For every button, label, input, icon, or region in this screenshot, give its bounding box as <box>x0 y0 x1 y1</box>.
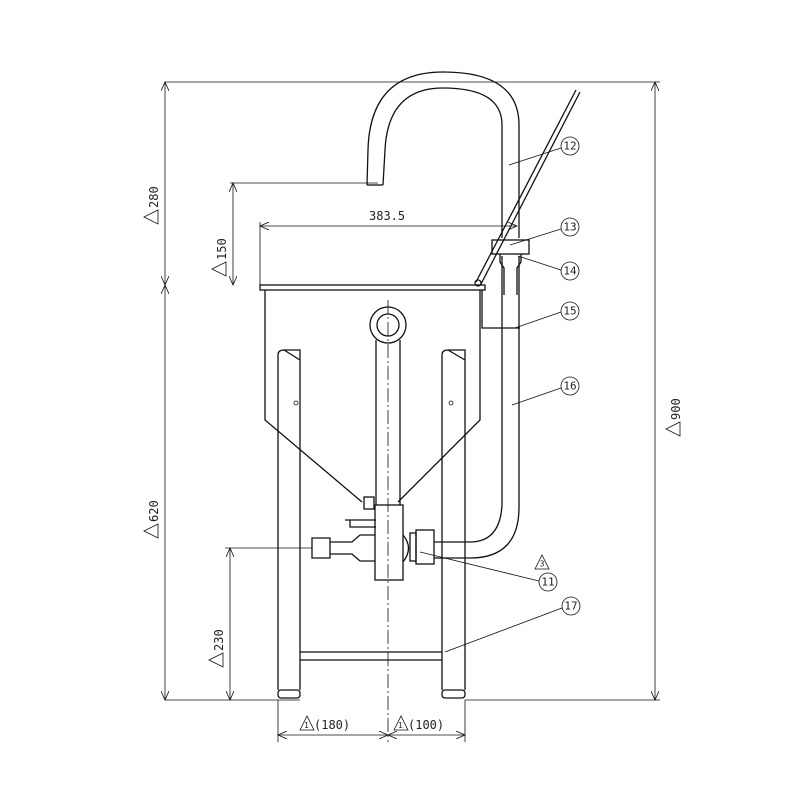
callout-12: 12 <box>560 136 580 156</box>
callout-11: 11 <box>538 572 558 592</box>
faucet-hose <box>366 71 530 559</box>
svg-text:14: 14 <box>563 265 577 278</box>
drain-pipe <box>311 306 435 581</box>
svg-text:620: 620 <box>147 500 161 522</box>
callout-14: 14 <box>560 261 580 281</box>
svg-text:13: 13 <box>563 221 576 234</box>
callout-15: 15 <box>560 301 580 321</box>
svg-text:230: 230 <box>212 629 226 651</box>
dim-230: 230 <box>208 629 226 668</box>
dimension-lines <box>165 82 660 742</box>
dim-100: 1 (100) <box>393 715 444 732</box>
tank <box>259 284 486 503</box>
revision-mark-3: 3 <box>534 554 550 570</box>
svg-text:1: 1 <box>398 721 403 730</box>
callout-13: 13 <box>560 217 580 237</box>
svg-text:15: 15 <box>563 305 576 318</box>
dim-150: 150 <box>211 238 229 277</box>
callouts: 12 13 14 15 16 3 11 17 <box>419 136 581 653</box>
dim-620: 620 <box>143 500 161 539</box>
svg-text:280: 280 <box>147 186 161 208</box>
svg-text:150: 150 <box>215 238 229 260</box>
svg-text:17: 17 <box>564 600 577 613</box>
foot-lever <box>474 89 581 329</box>
callout-16: 16 <box>560 376 580 396</box>
svg-text:12: 12 <box>563 140 576 153</box>
callout-17: 17 <box>561 596 581 616</box>
svg-text:900: 900 <box>669 398 683 420</box>
dim-900: 900 <box>665 398 683 437</box>
svg-text:3: 3 <box>540 560 545 569</box>
dim-383-5: 383.5 <box>369 209 405 223</box>
legs <box>277 349 466 699</box>
svg-text:(100): (100) <box>408 718 444 732</box>
svg-text:1: 1 <box>304 721 309 730</box>
svg-text:(180): (180) <box>314 718 350 732</box>
svg-text:11: 11 <box>541 576 554 589</box>
dim-280: 280 <box>143 186 161 225</box>
svg-text:16: 16 <box>563 380 576 393</box>
dim-180: 1 (180) <box>299 715 350 732</box>
